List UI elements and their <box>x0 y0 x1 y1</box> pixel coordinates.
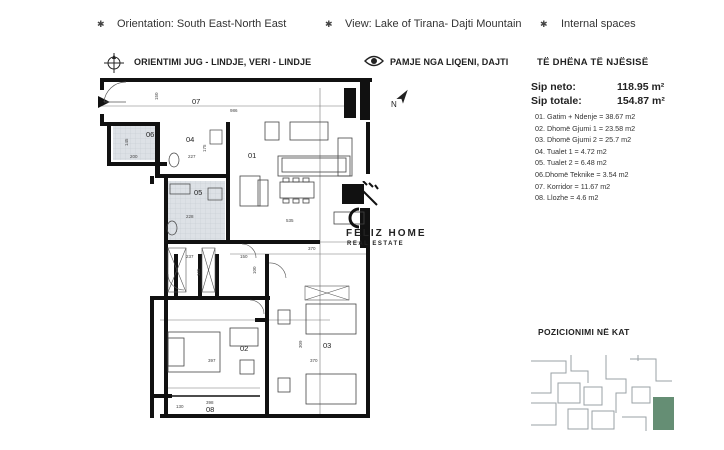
list-item: 07. Korridor = 11.67 m2 <box>535 181 611 191</box>
room-06-label: 06 <box>146 130 154 139</box>
total-area-label: Sip totale: <box>531 95 582 107</box>
eye-icon <box>364 55 384 67</box>
svg-text:370: 370 <box>310 358 318 363</box>
list-item: 06.Dhomë Teknike = 3.54 m2 <box>535 169 629 179</box>
floor-position-map <box>531 355 674 431</box>
orientation-al-label: ORIENTIMI JUG - LINDJE, VERI - LINDJE <box>134 57 312 67</box>
view-en-label: View: Lake of Tirana- Dajti Mountain <box>345 18 522 30</box>
unit-info-title: TË DHËNA TË NJËSISË <box>537 57 649 68</box>
room-07-label: 07 <box>192 97 200 106</box>
floor-plan: 07 06 04 01 05 02 03 08 986 150 145 200 … <box>98 78 408 418</box>
svg-text:200: 200 <box>130 154 138 159</box>
internal-spaces-label: Internal spaces <box>561 18 636 30</box>
svg-text:175: 175 <box>202 144 207 152</box>
brand-subtitle: REAL ESTATE <box>347 241 405 247</box>
net-area-value: 118.95 m² <box>617 81 665 93</box>
net-area-label: Sip neto: <box>531 81 576 93</box>
north-label: N <box>391 100 397 109</box>
svg-text:228: 228 <box>186 214 194 219</box>
floor-position-title: POZICIONIMI NË KAT <box>538 327 630 337</box>
entrance-door-icon <box>98 81 127 108</box>
room-01-label: 01 <box>248 151 256 160</box>
svg-text:370: 370 <box>308 246 316 251</box>
view-al-label: PAMJE NGA LIQENI, DAJTI <box>390 57 509 67</box>
list-item: 03. Dhomë Gjumi 2 = 25.7 m2 <box>535 135 632 145</box>
svg-text:535: 535 <box>286 218 294 223</box>
svg-text:150: 150 <box>240 254 248 259</box>
svg-text:130: 130 <box>176 404 184 409</box>
room-numbers: 07 06 04 01 05 02 03 08 <box>146 97 331 414</box>
living-furniture <box>239 121 365 225</box>
list-item: 02. Dhomë Gjumi 1 = 23.58 m2 <box>535 123 636 133</box>
svg-text:100: 100 <box>252 266 257 274</box>
list-item: 05. Tualet 2 = 6.48 m2 <box>535 158 607 168</box>
svg-text:986: 986 <box>230 108 238 113</box>
orientation-en-label: Orientation: South East-North East <box>117 18 287 30</box>
svg-text:309: 309 <box>298 340 303 348</box>
svg-text:150: 150 <box>154 92 159 100</box>
room-area-list: 01. Gatim + Ndenje = 38.67 m2 02. Dhomë … <box>535 111 635 204</box>
unit-highlight <box>653 397 674 430</box>
bullet-icon: ✱ <box>97 19 105 29</box>
brand-name: FELIZ HOME <box>346 228 427 239</box>
tech-room-floor <box>113 126 158 160</box>
room-03-label: 03 <box>323 341 331 350</box>
list-item: 08. Llozhe = 4.6 m2 <box>535 193 599 203</box>
svg-text:237: 237 <box>186 254 194 259</box>
list-item: 04. Tualet 1 = 4.72 m2 <box>535 146 607 156</box>
room-04-label: 04 <box>186 135 194 144</box>
watermark <box>345 180 379 234</box>
bathroom-2-floor <box>165 181 225 241</box>
room-02-label: 02 <box>240 344 248 353</box>
north-arrow-icon <box>396 89 408 104</box>
svg-text:398: 398 <box>206 400 214 405</box>
svg-text:145: 145 <box>124 138 129 146</box>
room-05-label: 05 <box>194 188 202 197</box>
svg-text:165: 165 <box>196 268 201 276</box>
svg-text:227: 227 <box>188 154 196 159</box>
bullet-icon: ✱ <box>325 19 333 29</box>
total-area-value: 154.87 m² <box>617 95 665 107</box>
svg-text:397: 397 <box>208 358 216 363</box>
list-item: 01. Gatim + Ndenje = 38.67 m2 <box>535 112 636 121</box>
room-08-label: 08 <box>206 405 214 414</box>
compass-icon <box>104 53 124 73</box>
bullet-icon: ✱ <box>540 19 548 29</box>
feliz-home-logo-icon <box>345 180 379 229</box>
